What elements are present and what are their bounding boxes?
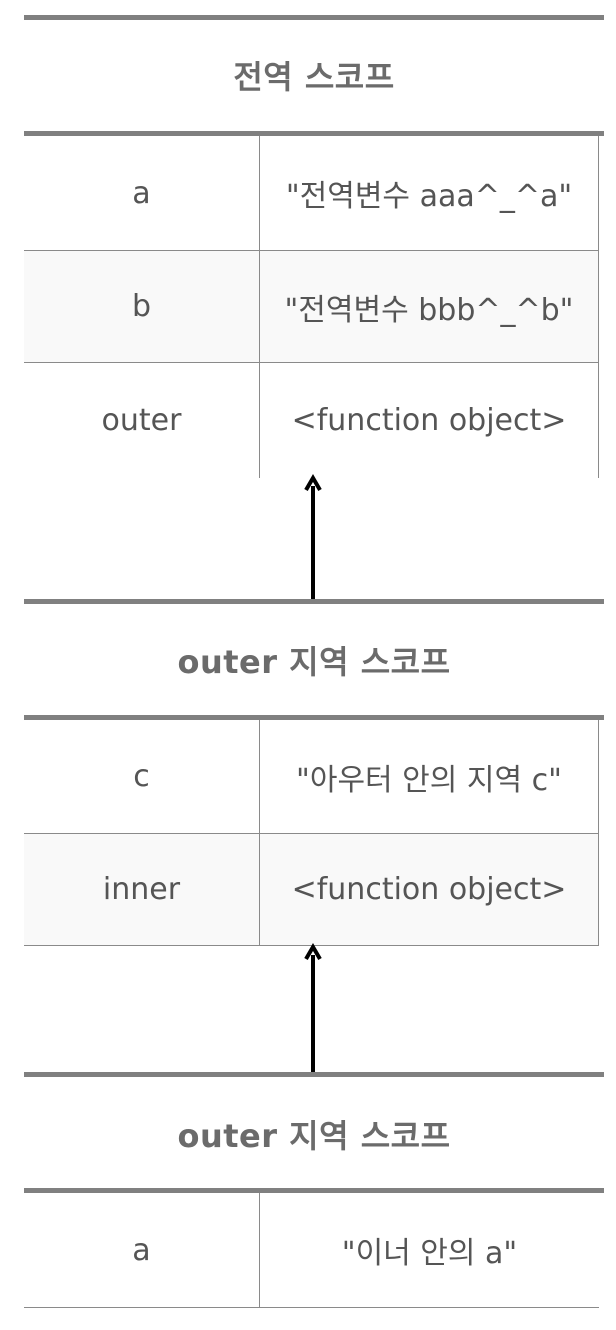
scope-title: 전역 스코프 [233, 58, 395, 96]
variable-name: inner [102, 872, 181, 907]
arrow-head [304, 474, 322, 492]
scope-row: inner <function object> [24, 834, 599, 946]
scope-row: a "전역변수 aaa^_^a" [24, 136, 599, 251]
variable-value: <function object> [259, 834, 599, 945]
scope-top-border [24, 15, 604, 20]
variable-value: "전역변수 aaa^_^a" [259, 136, 599, 250]
variable-value: "이너 안의 a" [259, 1193, 599, 1307]
scope-title: outer 지역 스코프 [177, 1117, 451, 1155]
scope-table-border [24, 715, 604, 720]
variable-name: outer [101, 403, 182, 438]
scope-table-border [24, 1188, 604, 1193]
scope-title: outer 지역 스코프 [177, 643, 451, 681]
variable-name: a [132, 175, 151, 211]
scope-row: b "전역변수 bbb^_^b" [24, 251, 599, 363]
scope-table-border [24, 131, 604, 136]
scope-row: c "아우터 안의 지역 c" [24, 720, 599, 834]
variable-value: "아우터 안의 지역 c" [259, 720, 599, 833]
scope-row: a "이너 안의 a" [24, 1193, 599, 1308]
variable-name: a [132, 1232, 151, 1268]
variable-value: "전역변수 bbb^_^b" [259, 251, 599, 362]
variable-name: b [131, 289, 152, 324]
arrow-head [304, 943, 322, 961]
scope-top-border [24, 599, 604, 604]
variable-value: <function object> [259, 363, 599, 478]
scope-row: outer <function object> [24, 363, 599, 478]
variable-name: c [133, 759, 150, 794]
scope-top-border [24, 1072, 604, 1077]
